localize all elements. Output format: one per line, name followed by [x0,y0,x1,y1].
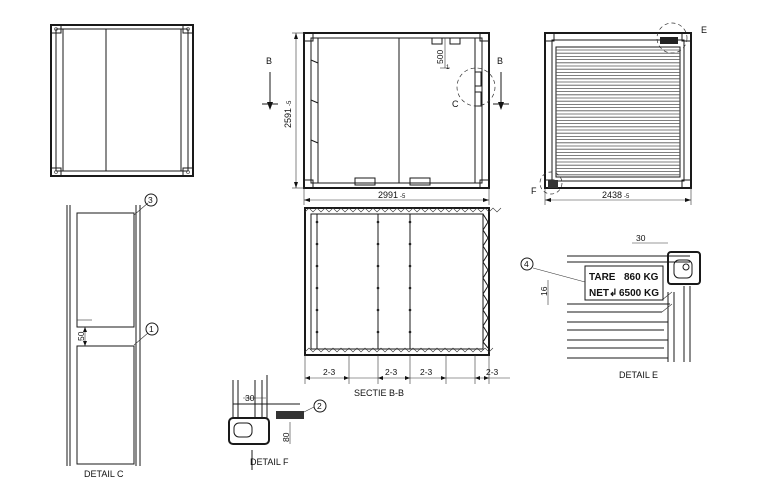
balloon-3: 3 [148,195,153,205]
detail-e-height-text: 16 [539,286,549,296]
detail-e-width-text: 30 [636,233,646,243]
detail-mark-c: C [452,99,459,109]
rolldoor-end-view [539,22,692,195]
segment-dim-4: 2-3 [486,367,499,377]
svg-text:1: 1 [446,65,450,71]
section-arrow-right: B [493,56,509,110]
balloon-4: 4 [524,259,529,269]
side-view [303,32,496,189]
door-offset-text: 500 [435,50,445,64]
detail-c-view: 50 3 1 [66,193,159,466]
shutter-slats [556,49,680,176]
balloon-2: 2 [317,401,322,411]
detail-mark-f: F [531,186,537,196]
height-dimension: 2591-5 [283,32,304,189]
section-mark-b-left: B [266,56,272,66]
net-label: NET↲ [589,288,617,299]
section-b-b-view [304,207,502,356]
net-value: 6500 KG [619,288,659,299]
section-arrow-left: B [262,56,278,110]
door-end-view [50,24,194,177]
detail-e-view: TARE 860 KG NET↲ 6500 KG 30 16 4 [520,233,701,362]
height-dim-text: 2591-5 [283,100,293,128]
segment-dim-2: 2-3 [385,367,398,377]
balloon-1: 1 [149,324,154,334]
section-title: SECTIE B-B [354,388,404,398]
detail-e-title: DETAIL E [619,370,658,380]
detail-f-height-text: 80 [281,432,291,442]
segment-dim-1: 2-3 [323,367,336,377]
length-dim-text: 2991-5 [378,190,406,200]
width-dimension: 2438-5 [544,188,692,205]
width-dim-text: 2438-5 [602,190,630,200]
detail-f-title: DETAIL F [250,457,289,467]
tare-value: 860 KG [624,272,659,283]
section-bolts [315,220,412,334]
section-mark-b-right: B [497,56,503,66]
segment-dim-3: 2-3 [420,367,433,377]
detail-c-title: DETAIL C [84,469,124,479]
detail-mark-e: E [701,25,707,35]
detail-f-view: 30 80 2 [228,375,327,470]
door-offset-dimension: 500 1 [435,38,450,71]
gap-dim-text: 50 [76,331,86,341]
segment-dimensions: 2-3 2-3 2-3 2-3 [304,355,510,384]
length-dimension: 2991-5 [303,188,490,205]
detail-f-width-text: 30 [245,393,255,403]
tare-label: TARE [589,272,616,283]
